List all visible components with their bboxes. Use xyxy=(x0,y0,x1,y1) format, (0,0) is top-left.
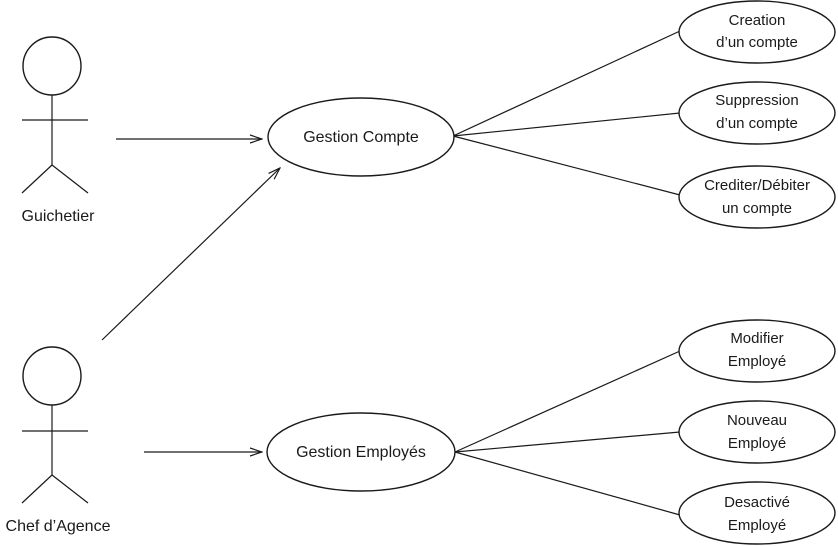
link-gestion-employes-desactive xyxy=(454,451,681,516)
use-case-ellipse xyxy=(678,165,836,229)
use-case-label-line-2: Employé xyxy=(728,517,786,534)
link-gestion-compte-suppression xyxy=(452,112,681,137)
use-case-label-line-1: Nouveau xyxy=(727,412,787,429)
use-case-ellipse xyxy=(678,481,836,545)
actor-name-guichetier: Guichetier xyxy=(22,208,96,225)
use-case-label-line-1: Crediter/Débiter xyxy=(704,177,810,194)
use-case-label-line-1: Modifier xyxy=(730,330,783,347)
use-case-crediter-debiter: Crediter/Débiter un compte xyxy=(678,165,836,229)
actor-head xyxy=(22,36,82,96)
use-case-gestion-compte: Gestion Compte xyxy=(267,97,455,177)
use-case-label-line-1: Creation xyxy=(729,12,786,29)
actor-name-chef-agence: Chef d’Agence xyxy=(6,518,111,535)
use-case-suppression-compte: Suppression d’un compte xyxy=(678,81,836,145)
link-gestion-employes-nouveau xyxy=(454,431,681,453)
actor-right-leg xyxy=(51,474,89,504)
link-gestion-compte-crediter xyxy=(452,135,681,196)
use-case-ellipse xyxy=(678,81,836,145)
actor-left-leg xyxy=(21,164,53,194)
use-case-ellipse xyxy=(678,400,836,464)
link-gestion-compte-creation xyxy=(452,30,681,137)
actor-right-leg xyxy=(51,164,89,194)
use-case-creation-compte: Creation d’un compte xyxy=(678,0,836,64)
use-case-label-line-2: un compte xyxy=(722,200,792,217)
use-case-ellipse xyxy=(267,97,455,177)
use-case-modifier-employe: Modifier Employé xyxy=(678,319,836,383)
link-gestion-employes-modifier xyxy=(454,350,681,453)
use-case-label-line-1: Suppression xyxy=(715,92,798,109)
use-case-label-line-2: Employé xyxy=(728,435,786,452)
actor-head xyxy=(22,346,82,406)
actor-chef-agence: Chef d’Agence xyxy=(6,346,111,535)
use-case-label-line-1: Desactivé xyxy=(724,494,790,511)
use-case-label-line-2: Employé xyxy=(728,353,786,370)
use-case-nouveau-employe: Nouveau Employé xyxy=(678,400,836,464)
use-case-ellipse xyxy=(678,0,836,64)
use-case-ellipse xyxy=(266,412,456,492)
use-case-label-line-2: d’un compte xyxy=(716,34,798,51)
use-case-label: Gestion Employés xyxy=(296,444,426,461)
use-case-desactive-employe: Desactivé Employé xyxy=(678,481,836,545)
use-case-ellipse xyxy=(678,319,836,383)
use-case-gestion-employes: Gestion Employés xyxy=(266,412,456,492)
actor-left-leg xyxy=(21,474,53,504)
use-case-label-line-2: d’un compte xyxy=(716,115,798,132)
actor-guichetier: Guichetier xyxy=(21,36,96,225)
use-case-label: Gestion Compte xyxy=(303,129,419,146)
association-chef-gestion-compte xyxy=(101,168,280,341)
